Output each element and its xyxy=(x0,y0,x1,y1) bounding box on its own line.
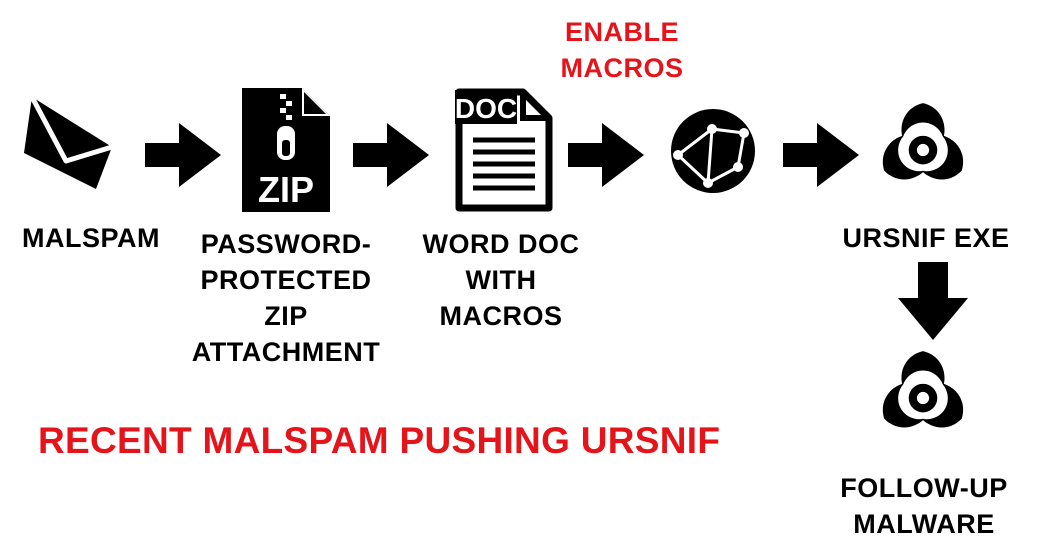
arrow-right-icon xyxy=(353,123,429,187)
zip-label-line: PASSWORD- xyxy=(200,229,372,259)
zip-label-line: PROTECTED xyxy=(200,265,372,295)
doc-file-icon: DOC xyxy=(455,88,553,212)
malspam-label: MALSPAM xyxy=(6,220,176,256)
enable-macros-line: ENABLE xyxy=(564,17,679,47)
envelope-icon xyxy=(22,95,114,191)
network-globe-icon xyxy=(668,107,758,195)
followup-label-line: MALWARE xyxy=(853,509,995,539)
arrow-right-icon xyxy=(145,123,221,187)
arrow-down-icon xyxy=(898,262,968,340)
biohazard-icon xyxy=(872,97,974,199)
doc-icon-text: DOC xyxy=(455,93,517,124)
enable-macros-line: MACROS xyxy=(560,53,684,83)
zip-icon-text: ZIP xyxy=(258,169,314,210)
zip-label-line: ATTACHMENT xyxy=(191,337,381,367)
zip-label-line: ZIP xyxy=(264,301,308,331)
ursnif-exe-label: URSNIF EXE xyxy=(836,220,1016,256)
enable-macros-label: ENABLE MACROS xyxy=(530,14,714,86)
arrow-right-icon xyxy=(783,123,859,187)
word-doc-label: WORD DOC WITH MACROS xyxy=(405,226,597,334)
doc-label-line: WITH xyxy=(465,265,537,295)
zip-file-icon: ZIP xyxy=(242,88,330,212)
zip-attachment-label: PASSWORD- PROTECTED ZIP ATTACHMENT xyxy=(180,226,392,370)
followup-label-line: FOLLOW-UP xyxy=(840,473,1008,503)
follow-up-malware-label: FOLLOW-UP MALWARE xyxy=(826,470,1022,542)
ursnif-label-text: URSNIF EXE xyxy=(842,223,1010,253)
doc-label-line: MACROS xyxy=(439,301,563,331)
malspam-label-text: MALSPAM xyxy=(22,223,160,253)
arrow-right-icon xyxy=(568,123,644,187)
diagram-title: RECENT MALSPAM PUSHING URSNIF xyxy=(38,420,721,461)
doc-label-line: WORD DOC xyxy=(422,229,580,259)
biohazard-icon xyxy=(872,345,974,447)
